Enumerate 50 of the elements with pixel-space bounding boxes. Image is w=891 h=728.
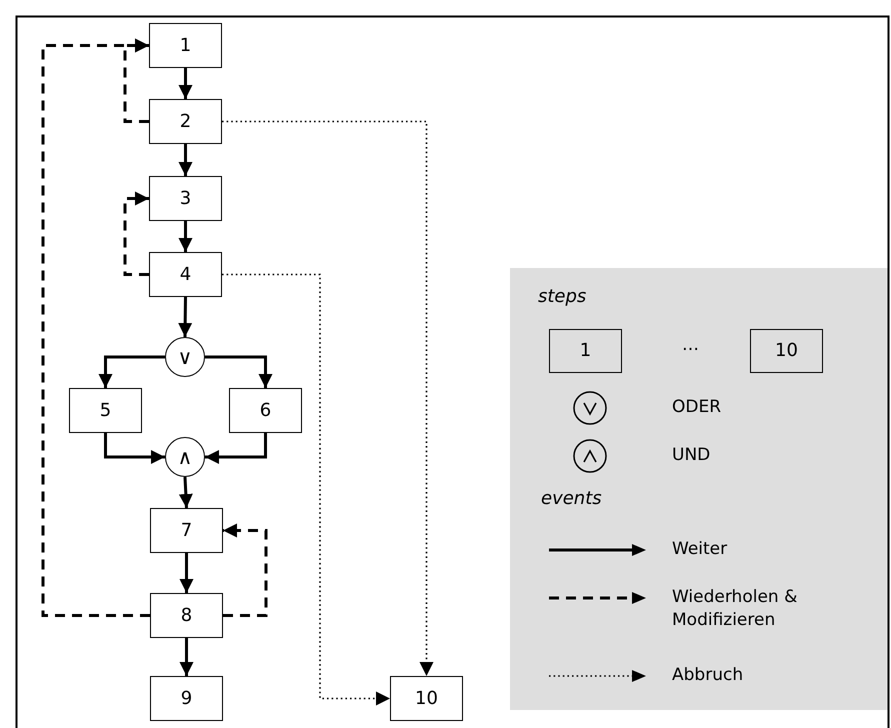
step-number: 8 — [180, 606, 192, 624]
logic-symbol: ∨ — [178, 347, 192, 367]
logic-gate-circle — [165, 337, 205, 377]
arrow — [178, 476, 193, 508]
arrow — [223, 524, 268, 617]
legend-text: UND — [672, 444, 712, 467]
arrow — [178, 144, 192, 176]
legend-heading: events — [541, 488, 602, 510]
arrow — [222, 274, 390, 706]
step-number: 3 — [180, 190, 192, 208]
arrow — [124, 192, 149, 276]
step-box — [150, 676, 223, 721]
step-sample: 10 — [750, 329, 823, 373]
step-number: 2 — [180, 112, 192, 130]
legend-text: Abbruch — [672, 664, 744, 687]
arrow — [222, 120, 434, 676]
arrow — [180, 638, 194, 676]
step-box — [150, 508, 223, 553]
step-number: 10 — [415, 690, 438, 708]
arrow — [104, 433, 165, 464]
step-box — [149, 176, 222, 221]
step-box — [229, 388, 302, 433]
step-box — [69, 388, 142, 433]
step-number: 1 — [180, 36, 192, 54]
step-box — [150, 593, 223, 638]
step-box — [149, 252, 222, 297]
step-box — [149, 23, 222, 68]
arrow — [178, 68, 192, 99]
step-box — [149, 99, 222, 144]
logic-gate-circle — [165, 437, 205, 477]
step-sample: 1 — [549, 329, 622, 373]
legend-text: ODER — [672, 396, 722, 419]
step-box — [390, 676, 463, 721]
arrow — [205, 356, 272, 388]
arrow — [205, 433, 267, 464]
step-number: 9 — [180, 690, 192, 708]
step-number: 4 — [180, 266, 192, 284]
arrow — [42, 38, 150, 617]
legend-text: Wiederholen & Modifizieren — [672, 586, 798, 632]
step-number: 5 — [100, 402, 112, 420]
arrow — [98, 356, 165, 388]
arrow — [178, 296, 192, 338]
legend-heading: steps — [538, 286, 586, 308]
logic-symbol: ∧ — [178, 447, 192, 467]
legend-text: Weiter — [672, 538, 728, 561]
step-number: 6 — [260, 402, 272, 420]
arrow — [178, 221, 192, 252]
ellipsis: … — [682, 335, 699, 356]
arrow — [180, 553, 194, 593]
step-number: 7 — [180, 522, 192, 540]
